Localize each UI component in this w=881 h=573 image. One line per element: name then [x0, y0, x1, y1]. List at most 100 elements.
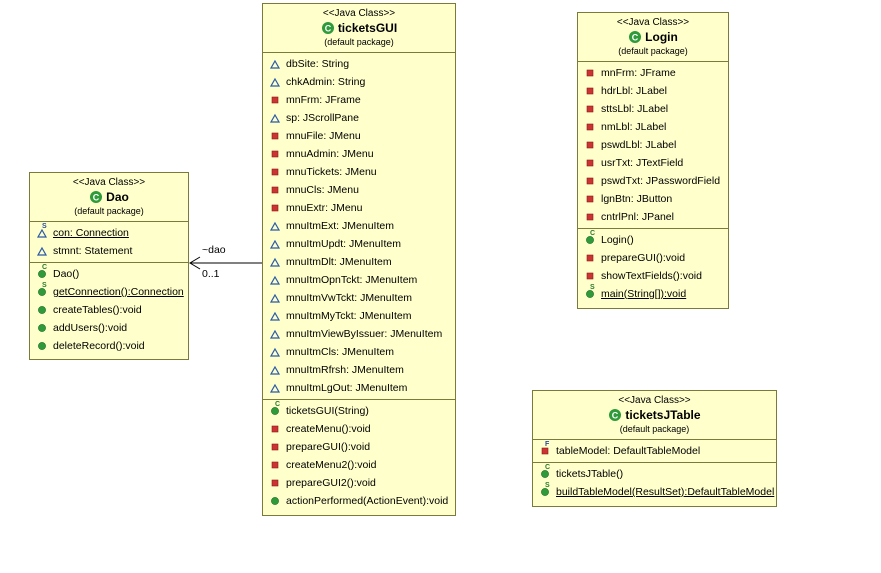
- attribute-row[interactable]: mnuItmOpnTckt: JMenuItem: [263, 271, 455, 289]
- attribute-row[interactable]: mnuItmUpdt: JMenuItem: [263, 235, 455, 253]
- attribute-row[interactable]: usrTxt: JTextField: [578, 154, 728, 172]
- public-static-icon: S: [584, 284, 596, 300]
- association-multiplicity: 0..1: [202, 268, 220, 280]
- attribute-row[interactable]: mnuItmMyTckt: JMenuItem: [263, 307, 455, 325]
- attribute-row[interactable]: sp: JScrollPane: [263, 109, 455, 127]
- attribute-row[interactable]: pswdLbl: JLabel: [578, 136, 728, 154]
- attribute-text: cntrlPnl: JPanel: [601, 211, 674, 223]
- private-visibility-icon: [269, 94, 281, 106]
- public-static-icon: S: [539, 482, 551, 498]
- attribute-row[interactable]: mnuAdmin: JMenu: [263, 145, 455, 163]
- attribute-row[interactable]: mnuItmVwTckt: JMenuItem: [263, 289, 455, 307]
- private-visibility-icon: [584, 139, 596, 151]
- attribute-row[interactable]: mnuFile: JMenu: [263, 127, 455, 145]
- private-visibility-icon: [584, 270, 596, 282]
- attribute-row[interactable]: mnuItmCls: JMenuItem: [263, 343, 455, 361]
- attribute-row[interactable]: mnuItmDlt: JMenuItem: [263, 253, 455, 271]
- attribute-row[interactable]: mnuCls: JMenu: [263, 181, 455, 199]
- method-text: prepareGUI2():void: [286, 477, 376, 489]
- private-visibility-icon: [269, 130, 281, 142]
- attribute-row[interactable]: stmnt: Statement: [30, 242, 188, 260]
- method-text: deleteRecord():void: [53, 340, 145, 352]
- package-visibility-icon: [269, 328, 281, 340]
- attribute-row[interactable]: mnFrm: JFrame: [578, 64, 728, 82]
- method-row[interactable]: prepareGUI():void: [578, 249, 728, 267]
- attribute-text: mnuItmVwTckt: JMenuItem: [286, 292, 413, 304]
- attribute-row[interactable]: pswdTxt: JPasswordField: [578, 172, 728, 190]
- attribute-row[interactable]: chkAdmin: String: [263, 73, 455, 91]
- method-row[interactable]: createMenu():void: [263, 420, 455, 438]
- method-row[interactable]: deleteRecord():void: [30, 337, 188, 355]
- attribute-row[interactable]: mnuExtr: JMenu: [263, 199, 455, 217]
- attribute-row[interactable]: mnuItmLgOut: JMenuItem: [263, 379, 455, 397]
- attribute-text: mnuCls: JMenu: [286, 184, 359, 196]
- attribute-row[interactable]: mnFrm: JFrame: [263, 91, 455, 109]
- package-visibility-icon: [269, 346, 281, 358]
- svg-text:C: C: [93, 193, 100, 203]
- class-name-text: ticketsGUI: [337, 21, 398, 35]
- method-row[interactable]: prepareGUI2():void: [263, 474, 455, 492]
- class-icon: C: [89, 190, 103, 204]
- private-visibility-icon: [584, 121, 596, 133]
- package-visibility-icon: [36, 245, 48, 257]
- attribute-row[interactable]: dbSite: String: [263, 55, 455, 73]
- private-visibility-icon: [584, 67, 596, 79]
- method-row[interactable]: showTextFields():void: [578, 267, 728, 285]
- method-row[interactable]: createMenu2():void: [263, 456, 455, 474]
- method-text: ticketsJTable(): [556, 468, 624, 480]
- attribute-row[interactable]: hdrLbl: JLabel: [578, 82, 728, 100]
- attribute-text: nmLbl: JLabel: [601, 121, 667, 133]
- attribute-row[interactable]: mnuItmExt: JMenuItem: [263, 217, 455, 235]
- method-text: createMenu2():void: [286, 459, 377, 471]
- class-stereotype: <<Java Class>>: [322, 8, 396, 19]
- method-row[interactable]: actionPerformed(ActionEvent):void: [263, 492, 455, 510]
- attribute-row[interactable]: mnuTickets: JMenu: [263, 163, 455, 181]
- class-stereotype: <<Java Class>>: [618, 395, 691, 406]
- package-visibility-icon: [269, 256, 281, 268]
- attribute-row[interactable]: lgnBtn: JButton: [578, 190, 728, 208]
- attribute-row[interactable]: cntrlPnl: JPanel: [578, 208, 728, 226]
- attribute-text: tableModel: DefaultTableModel: [556, 445, 701, 457]
- attribute-row[interactable]: mnuItmViewByIssuer: JMenuItem: [263, 325, 455, 343]
- class-package: (default package): [324, 37, 394, 47]
- attribute-row[interactable]: sttsLbl: JLabel: [578, 100, 728, 118]
- attribute-row[interactable]: mnuItmRfrsh: JMenuItem: [263, 361, 455, 379]
- svg-text:C: C: [612, 411, 619, 421]
- private-visibility-icon: [269, 202, 281, 214]
- method-row[interactable]: createTables():void: [30, 301, 188, 319]
- private-visibility-icon: [584, 193, 596, 205]
- private-visibility-icon: [584, 252, 596, 264]
- attribute-text: mnuItmRfrsh: JMenuItem: [286, 364, 404, 376]
- method-row[interactable]: addUsers():void: [30, 319, 188, 337]
- private-visibility-icon: [584, 85, 596, 97]
- method-text: getConnection():Connection: [53, 286, 184, 298]
- attribute-row[interactable]: nmLbl: JLabel: [578, 118, 728, 136]
- attribute-text: hdrLbl: JLabel: [601, 85, 667, 97]
- method-row[interactable]: prepareGUI():void: [263, 438, 455, 456]
- method-text: showTextFields():void: [601, 270, 702, 282]
- package-visibility-icon: [269, 274, 281, 286]
- attribute-text: mnuExtr: JMenu: [286, 202, 363, 214]
